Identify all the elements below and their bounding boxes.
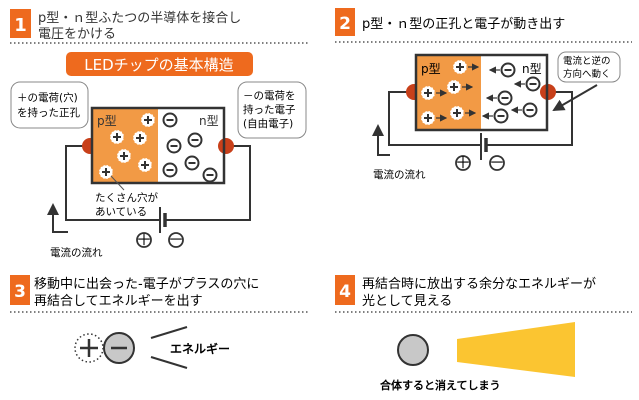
hole-icon xyxy=(109,129,125,145)
plus-icon xyxy=(80,339,98,357)
step3-header: 3 移動中に出会った-電子がプラスの穴に 再結合してエネルギーを出す xyxy=(10,275,310,313)
note-line2: あいている xyxy=(95,206,147,218)
circuit-1: p型 n型 たくさん穴が あいている ＋ － 電流の流れ xyxy=(47,106,251,259)
wire xyxy=(388,91,481,146)
step4-title-line2: 光として見える xyxy=(362,294,452,309)
minus-circle-icon xyxy=(168,232,184,248)
electron-icon xyxy=(522,102,538,118)
electron-icon xyxy=(500,62,516,78)
hole-icon xyxy=(140,112,156,128)
step2-header: 2 p型・ｎ型の正孔と電子が動き出す xyxy=(335,8,632,43)
wire xyxy=(486,91,573,146)
callout-hole-line1: ＋の電荷(穴) xyxy=(17,91,78,104)
hole-icon xyxy=(420,85,436,101)
step3-title-line1: 移動中に出会った-電子がプラスの穴に xyxy=(34,277,259,292)
step4-badge xyxy=(335,275,355,305)
step1-header: 1 p型・ｎ型ふたつの半導体を接合し 電圧をかける xyxy=(10,9,310,44)
step4-title-line1: 再結合時に放出する余分なエネルギーが xyxy=(362,276,596,292)
callout-direction-line1: 電流と逆の xyxy=(563,55,611,67)
plus-circle-icon xyxy=(136,232,152,248)
electron-icon xyxy=(184,155,200,171)
current-arrow-icon xyxy=(372,124,390,156)
hole-icon xyxy=(452,59,468,75)
led-chip xyxy=(90,106,226,185)
energy-label: エネルギー xyxy=(170,341,230,356)
n-type-label: n型 xyxy=(522,62,542,76)
step3-title-line2: 再結合してエネルギーを出す xyxy=(34,294,203,309)
callout-electron-line1: －の電荷を xyxy=(243,90,296,102)
light-beam xyxy=(457,322,575,377)
step1-title-line2: 電圧をかける xyxy=(38,27,116,42)
electron-icon xyxy=(166,138,182,154)
p-type-label: p型 xyxy=(421,62,441,76)
electron-icon xyxy=(187,132,203,148)
hole-icon xyxy=(449,105,465,121)
callout-direction-line2: 方向へ動く xyxy=(563,68,611,80)
callout-arrow-icon xyxy=(552,84,598,112)
callout-electron-line2: 持った電子 xyxy=(243,103,296,116)
electron-icon xyxy=(162,112,178,128)
light-figure: 合体すると消えてしまう xyxy=(380,322,575,392)
hole-icon xyxy=(132,130,148,146)
step1-badge xyxy=(10,9,31,38)
hole-icon xyxy=(446,79,462,95)
step4-header: 4 再結合時に放出する余分なエネルギーが 光として見える xyxy=(335,275,632,313)
current-arrow-icon xyxy=(47,203,68,233)
step2-badge xyxy=(335,8,355,36)
recombination-figure: エネルギー xyxy=(74,326,230,369)
step3-number: 3 xyxy=(14,282,26,302)
electron-icon xyxy=(493,108,509,124)
battery-minus-sign: － xyxy=(489,153,505,172)
wire xyxy=(65,145,160,221)
plus-circle-icon xyxy=(455,155,471,171)
callout-electron-line3: (自由電子) xyxy=(243,117,293,130)
banner xyxy=(66,52,253,76)
electron-icon xyxy=(202,167,218,183)
current-label: 電流の流れ xyxy=(373,168,426,181)
energy-ray xyxy=(150,356,188,369)
hole-icon xyxy=(137,157,153,173)
minus-circle-icon xyxy=(489,155,505,171)
step4-caption: 合体すると消えてしまう xyxy=(380,378,500,392)
electron-icon xyxy=(525,76,541,92)
n-type-label: n型 xyxy=(199,114,219,128)
hole-icon xyxy=(116,148,132,164)
callout-hole xyxy=(10,81,89,129)
led-chip xyxy=(414,53,549,132)
step4-number: 4 xyxy=(339,282,351,302)
banner-title: LEDチップの基本構造 xyxy=(84,56,233,74)
step1-number: 1 xyxy=(14,15,27,36)
circuit-2: p型 n型 電流と逆の 方向へ動く ＋ － 電流の流れ xyxy=(372,51,621,181)
electrode-right xyxy=(218,138,234,154)
hole-icon xyxy=(98,164,114,180)
hole-icon xyxy=(420,110,436,126)
callout-electron xyxy=(237,81,307,139)
energy-ray xyxy=(150,326,188,339)
callout-hole-line2: を持った正孔 xyxy=(17,106,80,119)
note-line1: たくさん穴が xyxy=(95,191,158,204)
p-type-label: p型 xyxy=(97,114,117,128)
note-leader xyxy=(110,175,125,191)
callout-direction xyxy=(557,51,621,83)
battery-plus-sign: ＋ xyxy=(455,153,471,172)
step3-badge xyxy=(10,275,30,305)
merged-particle-icon xyxy=(397,334,429,366)
current-label: 電流の流れ xyxy=(50,246,103,259)
wire xyxy=(165,145,251,221)
step1-title-line1: p型・ｎ型ふたつの半導体を接合し xyxy=(38,10,241,26)
electron-icon xyxy=(162,162,178,178)
electron-icon xyxy=(497,90,513,106)
step2-title: p型・ｎ型の正孔と電子が動き出す xyxy=(362,17,565,32)
step2-number: 2 xyxy=(339,14,351,34)
